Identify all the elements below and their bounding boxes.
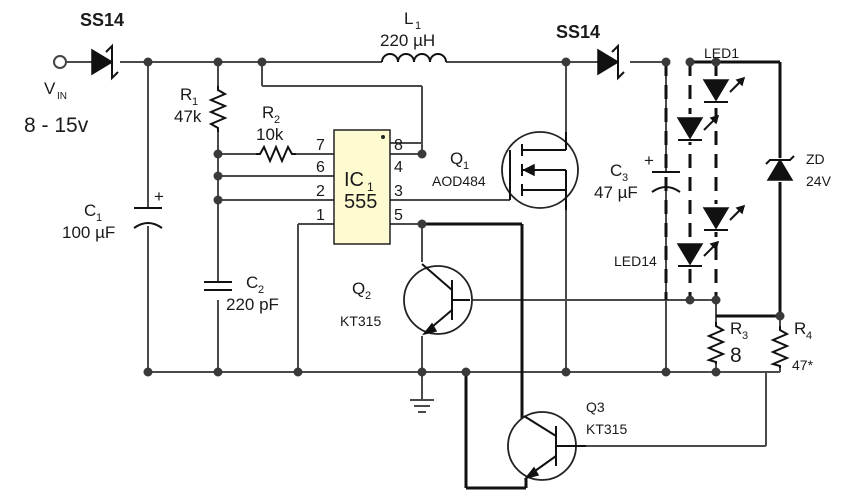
ic-part: 555 xyxy=(344,191,377,213)
c1-sub: 1 xyxy=(96,212,102,224)
c3-label: C xyxy=(610,161,622,180)
resistor-r4: R 4 47* xyxy=(770,319,814,373)
pin-1: 1 xyxy=(316,207,325,224)
inductor-l1: L 1 220 µH xyxy=(380,9,447,63)
resistor-r2: R 2 10k xyxy=(256,103,296,164)
c2-sub: 2 xyxy=(258,284,264,296)
pin-7: 7 xyxy=(316,137,325,154)
led14-label: LED14 xyxy=(614,253,657,269)
resistor-r3: R 3 8 xyxy=(706,319,748,367)
c1-value: 100 µF xyxy=(62,223,115,242)
q2-sub: 2 xyxy=(365,290,371,302)
c1-plus: + xyxy=(154,187,164,206)
led-string: LED1 LED14 xyxy=(614,45,746,269)
l1-sub: 1 xyxy=(415,20,421,32)
resistor-r1: R 1 47k xyxy=(174,85,228,132)
r2-label: R xyxy=(262,103,274,122)
c2-value: 220 pF xyxy=(226,295,279,314)
ic-555: IC 1 555 7 6 2 1 8 4 3 5 xyxy=(316,129,403,245)
pin-4: 4 xyxy=(394,159,403,176)
junction-dots xyxy=(143,57,785,377)
transistor-q2: Q 2 KT315 xyxy=(340,263,473,336)
capacitor-c1: + C 1 100 µF xyxy=(62,187,164,242)
r4-value: 47* xyxy=(792,357,814,373)
ic-sub: 1 xyxy=(367,180,374,194)
c1-label: C xyxy=(84,201,96,220)
r3-value: 8 xyxy=(730,344,742,367)
q2-label: Q xyxy=(352,279,365,298)
q1-sub: 1 xyxy=(463,160,469,172)
l1-value: 220 µH xyxy=(380,31,435,50)
c3-sub: 3 xyxy=(622,172,628,184)
transistor-q3: Q3 KT315 xyxy=(507,399,627,481)
capacitor-c3: + C 3 47 µF xyxy=(594,151,681,202)
q3-label: Q3 xyxy=(586,399,605,415)
r3-label: R xyxy=(730,319,742,338)
wiring xyxy=(66,61,781,447)
r1-value: 47k xyxy=(174,107,202,126)
bold-wiring xyxy=(422,60,782,490)
pin-3: 3 xyxy=(394,183,403,200)
r2-value: 10k xyxy=(256,125,284,144)
r3-sub: 3 xyxy=(742,330,748,342)
c3-value: 47 µF xyxy=(594,183,638,202)
r4-sub: 4 xyxy=(806,330,812,342)
c2-label: C xyxy=(246,273,258,292)
diode-in-label: SS14 xyxy=(80,10,124,30)
r4-label: R xyxy=(794,319,806,338)
diode-ss14-input: SS14 xyxy=(80,10,124,81)
ic-label: IC xyxy=(344,169,364,191)
q3-part: KT315 xyxy=(586,421,627,437)
l1-label: L xyxy=(404,9,413,28)
r1-label: R xyxy=(180,85,192,104)
capacitor-c2: C 2 220 pF xyxy=(204,273,279,314)
q1-label: Q xyxy=(450,149,463,168)
mosfet-q1: Q 1 AOD484 xyxy=(432,131,579,210)
diode-ss14-output: SS14 xyxy=(556,22,625,81)
q2-part: KT315 xyxy=(340,313,381,329)
vin-range: 8 - 15v xyxy=(24,114,89,137)
zd-value: 24V xyxy=(806,173,832,189)
r2-sub: 2 xyxy=(274,114,280,126)
vin-sub: IN xyxy=(57,91,67,102)
c3-plus: + xyxy=(644,151,654,170)
r1-sub: 1 xyxy=(192,96,198,108)
vin-terminal xyxy=(53,55,67,69)
pin-2: 2 xyxy=(316,183,325,200)
pin-6: 6 xyxy=(316,159,325,176)
q1-part: AOD484 xyxy=(432,173,486,189)
vin-label: V xyxy=(44,79,56,98)
led1-label: LED1 xyxy=(704,45,739,61)
pin-8: 8 xyxy=(394,137,403,154)
diode-out-label: SS14 xyxy=(556,22,600,42)
zd-label: ZD xyxy=(806,151,825,167)
zener-zd: ZD 24V xyxy=(765,151,832,189)
pin-5: 5 xyxy=(394,207,403,224)
